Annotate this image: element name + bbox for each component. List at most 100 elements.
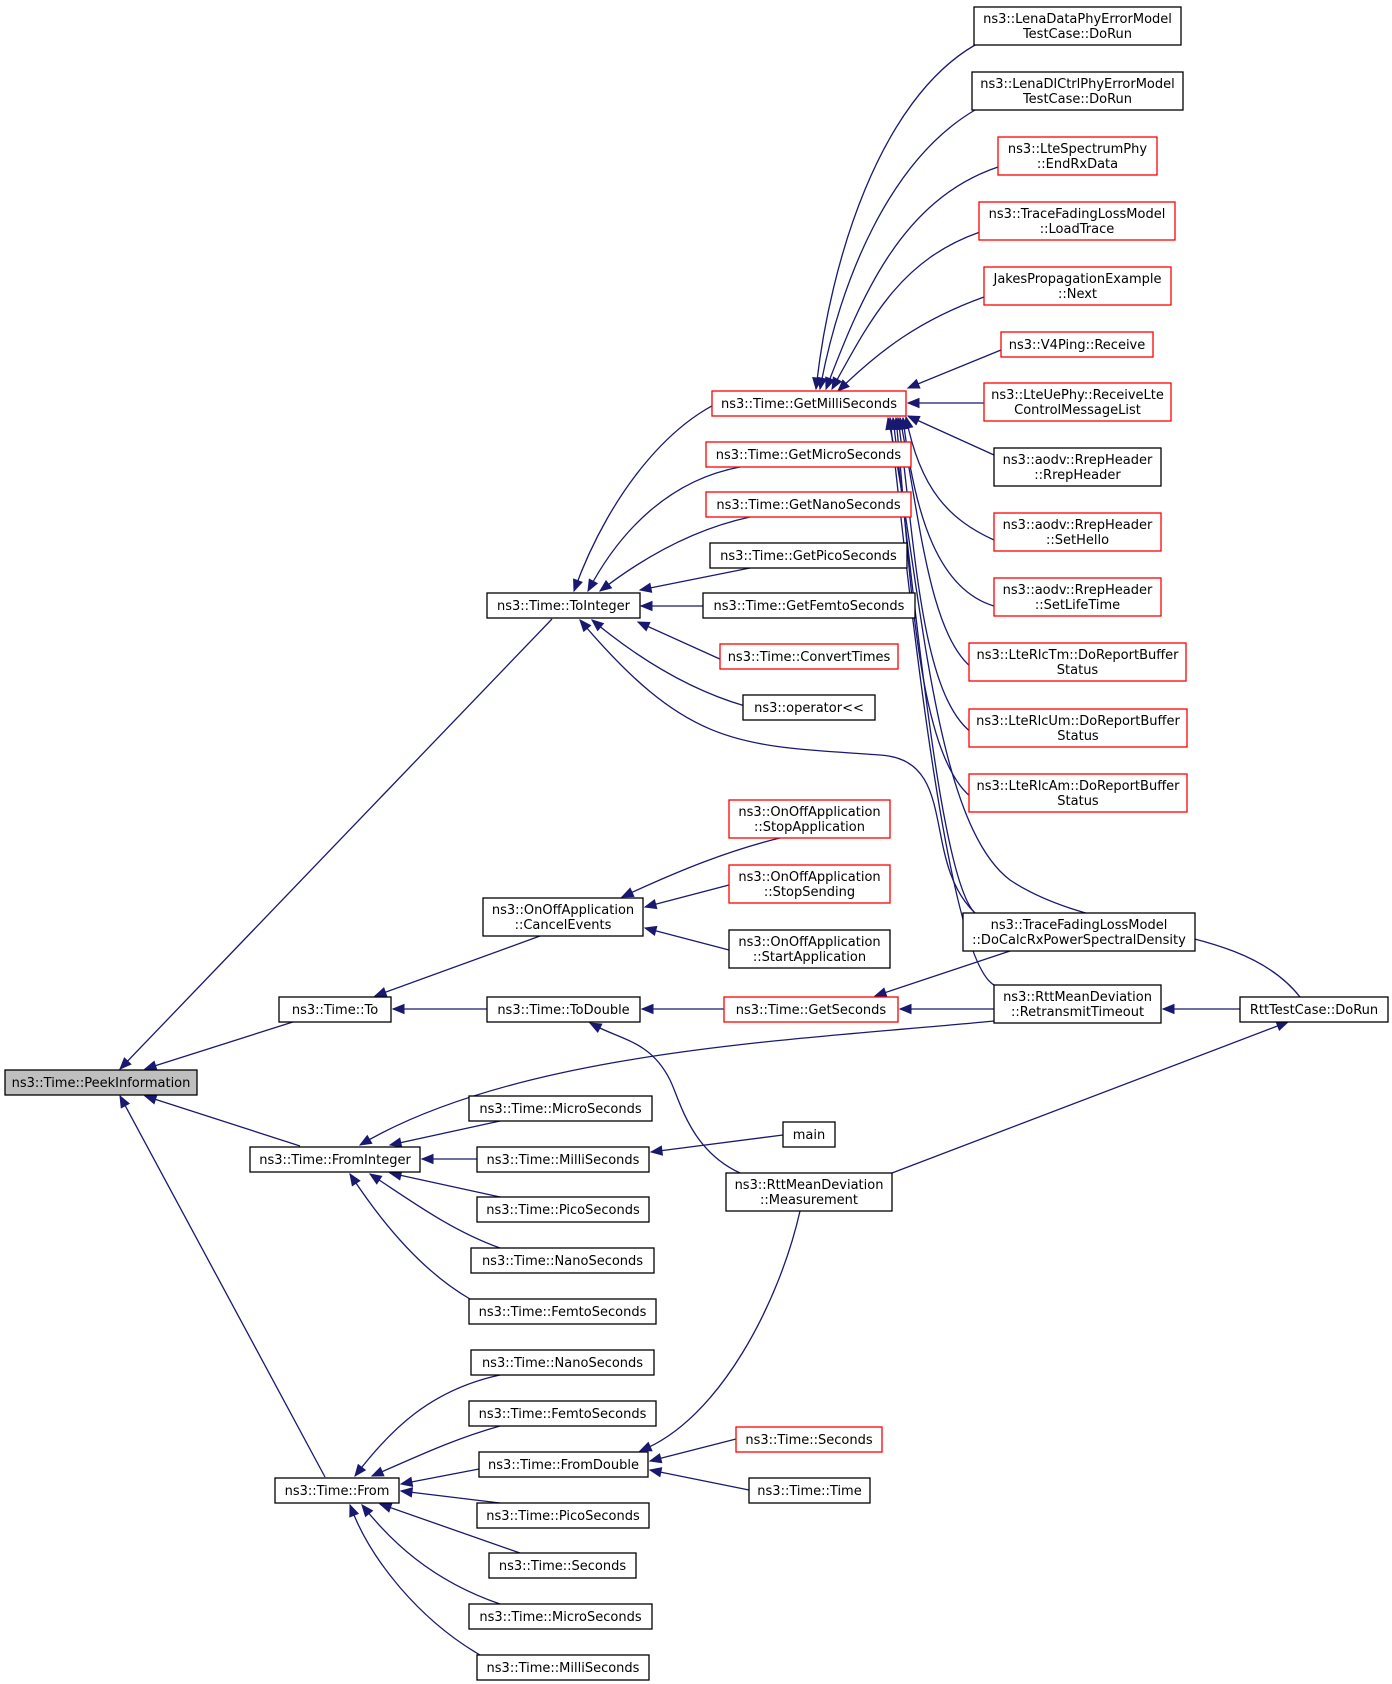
node-v4ping[interactable]: ns3::V4Ping::Receive	[1000, 331, 1154, 358]
node-convert[interactable]: ns3::Time::ConvertTimes	[719, 643, 899, 670]
node-to[interactable]: ns3::Time::To	[278, 996, 392, 1023]
edge-main-to-fi_milli	[649, 1134, 784, 1156]
edge-fromdouble-to-from	[399, 1468, 480, 1487]
node-peek[interactable]: ns3::Time::PeekInformation	[4, 1069, 198, 1096]
node-f_nano[interactable]: ns3::Time::NanoSeconds	[470, 1349, 655, 1376]
node-label: ns3::LenaDataPhyErrorModel	[983, 12, 1172, 27]
node-label: ns3::OnOffApplication	[738, 870, 880, 885]
edge-lteuephy-to-getmilli	[906, 397, 984, 409]
edge-arrowhead	[420, 1153, 434, 1165]
edge-arrowhead	[837, 379, 850, 392]
node-label: ns3::Time::ToDouble	[497, 1003, 629, 1018]
node-box	[468, 1400, 657, 1427]
edge-f_pico-to-from	[399, 1487, 501, 1504]
node-jakes[interactable]: JakesPropagationExample::Next	[983, 266, 1172, 306]
node-label: ns3::aodv::RrepHeader	[1003, 453, 1153, 468]
edge-startapp-to-cancelevents	[643, 925, 730, 951]
node-fi_milli[interactable]: ns3::Time::MilliSeconds	[476, 1146, 650, 1173]
node-fi_micro[interactable]: ns3::Time::MicroSeconds	[468, 1095, 653, 1122]
edge-measurement-to-rtttest	[891, 1021, 1290, 1174]
node-measurement[interactable]: ns3::RttMeanDeviation::Measurement	[725, 1172, 893, 1212]
node-seconds_red[interactable]: ns3::Time::Seconds	[735, 1426, 883, 1453]
node-box	[711, 390, 907, 417]
node-box	[993, 447, 1162, 487]
node-f_femto[interactable]: ns3::Time::FemtoSeconds	[468, 1400, 657, 1427]
edge-line	[144, 1020, 297, 1070]
edge-line	[400, 1468, 480, 1485]
node-lenadlctrl[interactable]: ns3::LenaDlCtrlPhyErrorModelTestCase::Do…	[971, 71, 1184, 111]
node-todouble[interactable]: ns3::Time::ToDouble	[486, 996, 641, 1023]
node-label: ns3::Time::ConvertTimes	[728, 650, 891, 665]
node-label: ::Measurement	[760, 1193, 858, 1208]
edge-f_nano-to-from	[354, 1374, 501, 1478]
node-f_milli[interactable]: ns3::Time::MilliSeconds	[476, 1654, 650, 1681]
node-lenadata[interactable]: ns3::LenaDataPhyErrorModelTestCase::DoRu…	[973, 6, 1182, 46]
node-rrepheader[interactable]: ns3::aodv::RrepHeader::RrepHeader	[993, 447, 1162, 487]
edge-ltespectrum-to-getmilli	[825, 166, 999, 391]
node-stopapp[interactable]: ns3::OnOffApplication::StopApplication	[728, 799, 891, 839]
edge-line	[389, 1120, 501, 1146]
node-cancelevents[interactable]: ns3::OnOffApplication::CancelEvents	[482, 897, 644, 937]
node-tointeger[interactable]: ns3::Time::ToInteger	[486, 592, 641, 619]
node-stopsending[interactable]: ns3::OnOffApplication::StopSending	[728, 864, 891, 904]
node-getmilli[interactable]: ns3::Time::GetMilliSeconds	[711, 390, 907, 417]
node-opshift[interactable]: ns3::operator<<	[742, 694, 876, 721]
node-f_pico[interactable]: ns3::Time::PicoSeconds	[476, 1502, 650, 1529]
node-label: ns3::Time::ToInteger	[497, 599, 631, 614]
edge-arrowhead	[590, 619, 605, 632]
edge-line	[905, 416, 995, 541]
node-box	[468, 1095, 653, 1122]
edge-f_micro-to-from	[361, 1503, 501, 1605]
node-retransmit[interactable]: ns3::RttMeanDeviation::RetransmitTimeout	[993, 984, 1162, 1024]
node-label: ns3::LenaDlCtrlPhyErrorModel	[980, 77, 1175, 92]
node-label: TestCase::DoRun	[1022, 92, 1132, 107]
node-getfemto[interactable]: ns3::Time::GetFemtoSeconds	[702, 592, 916, 619]
edge-tracefadingload-to-getmilli	[831, 231, 981, 391]
edge-sethello-to-getmilli	[903, 415, 995, 541]
edge-arrowhead	[349, 1503, 360, 1518]
node-ltespectrum[interactable]: ns3::LteSpectrumPhy::EndRxData	[997, 136, 1158, 176]
node-frominteger[interactable]: ns3::Time::FromInteger	[249, 1146, 421, 1173]
node-fi_femto[interactable]: ns3::Time::FemtoSeconds	[468, 1298, 657, 1325]
node-time_ctor[interactable]: ns3::Time::Time	[748, 1477, 871, 1504]
node-startapp[interactable]: ns3::OnOffApplication::StartApplication	[728, 929, 891, 969]
node-box	[274, 1477, 400, 1504]
node-lteuephy[interactable]: ns3::LteUePhy::ReceiveLteControlMessageL…	[983, 382, 1172, 422]
node-sethello[interactable]: ns3::aodv::RrepHeader::SetHello	[993, 512, 1162, 552]
node-docalcrx[interactable]: ns3::TraceFadingLossModel::DoCalcRxPower…	[962, 912, 1196, 952]
node-f_seconds[interactable]: ns3::Time::Seconds	[488, 1552, 637, 1579]
node-from[interactable]: ns3::Time::From	[274, 1477, 400, 1504]
edge-line	[354, 1374, 501, 1477]
node-getseconds[interactable]: ns3::Time::GetSeconds	[723, 996, 899, 1023]
node-fi_nano[interactable]: ns3::Time::NanoSeconds	[470, 1247, 655, 1274]
node-tracefadingload[interactable]: ns3::TraceFadingLossModel::LoadTrace	[978, 201, 1176, 241]
edge-arrowhead	[143, 1060, 158, 1071]
edge-line	[815, 44, 976, 390]
edge-docalcrx-to-tointeger	[579, 618, 976, 914]
node-getmicro[interactable]: ns3::Time::GetMicroSeconds	[705, 441, 912, 468]
node-fromdouble[interactable]: ns3::Time::FromDouble	[478, 1451, 649, 1478]
node-getpico[interactable]: ns3::Time::GetPicoSeconds	[709, 542, 908, 569]
node-fi_pico[interactable]: ns3::Time::PicoSeconds	[476, 1196, 650, 1223]
node-label: ns3::Time::From	[285, 1484, 390, 1499]
node-getnano[interactable]: ns3::Time::GetNanoSeconds	[705, 491, 912, 518]
edge-arrowhead	[368, 1173, 383, 1185]
edge-line	[371, 1425, 501, 1477]
edge-arrowhead	[639, 600, 653, 612]
edge-line	[837, 296, 985, 392]
node-box	[983, 266, 1172, 306]
node-box	[742, 694, 876, 721]
node-rtttest[interactable]: RttTestCase::DoRun	[1239, 996, 1389, 1023]
node-setlifetime[interactable]: ns3::aodv::RrepHeader::SetLifeTime	[993, 577, 1162, 617]
node-main[interactable]: main	[782, 1121, 836, 1148]
node-f_micro[interactable]: ns3::Time::MicroSeconds	[468, 1603, 653, 1630]
node-box	[476, 1146, 650, 1173]
node-label: ns3::RttMeanDeviation	[1003, 990, 1152, 1005]
edge-arrowhead	[579, 618, 592, 633]
edge-line	[819, 109, 976, 390]
node-label: ::RrepHeader	[1034, 468, 1121, 483]
